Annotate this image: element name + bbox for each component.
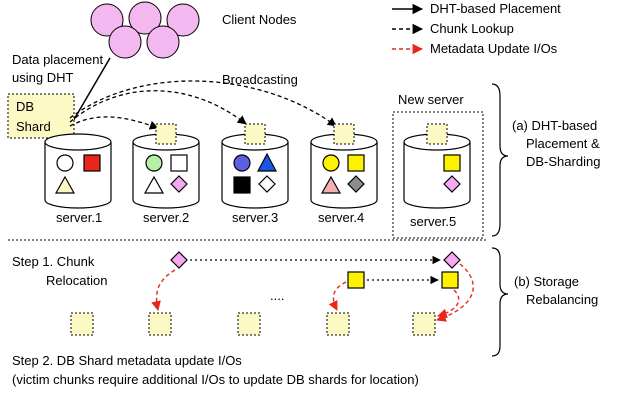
lookup-arrow bbox=[69, 116, 159, 130]
gray-diamond-chunk bbox=[347, 175, 365, 193]
broadcasting-label: Broadcasting bbox=[222, 72, 298, 87]
section-a-label-line1: (a) DHT-based bbox=[512, 118, 597, 133]
db-shard-slot bbox=[148, 312, 172, 336]
cylinder-body bbox=[132, 142, 200, 209]
metadata-update-arrow bbox=[436, 263, 474, 322]
white-square-chunk bbox=[170, 154, 188, 172]
db-shard-rect bbox=[7, 93, 75, 139]
black-square-chunk bbox=[233, 176, 251, 194]
relocating-diamond-chunk bbox=[170, 251, 188, 269]
server-2: server.2 bbox=[132, 123, 200, 225]
white-triangle-chunk bbox=[143, 175, 165, 194]
client-nodes-label: Client Nodes bbox=[222, 12, 297, 27]
relocating-square-chunk bbox=[347, 271, 365, 289]
client-node-circle bbox=[128, 1, 162, 35]
relocated-square-chunk bbox=[441, 271, 459, 289]
server-label: server.2 bbox=[143, 210, 189, 225]
client-node-circle bbox=[166, 3, 200, 37]
db-shard-label-line1: DB bbox=[16, 99, 34, 114]
relocated-diamond-chunk bbox=[443, 251, 461, 269]
server-label: server.5 bbox=[410, 214, 456, 229]
red-square-chunk bbox=[83, 154, 101, 172]
blue-circle-chunk bbox=[233, 154, 251, 172]
metadata-update-arrow bbox=[328, 281, 347, 311]
cylinder-body bbox=[310, 142, 378, 209]
section-b-brace bbox=[491, 247, 509, 357]
data-placement-label-line2: using DHT bbox=[12, 70, 73, 85]
cylinder-body bbox=[221, 142, 289, 209]
db-shard-box: DB Shard bbox=[7, 93, 75, 139]
pink-triangle-chunk bbox=[320, 175, 342, 194]
green-circle-chunk bbox=[145, 154, 163, 172]
legend-metadata-update: Metadata Update I/Os bbox=[430, 41, 558, 56]
db-shard-slot bbox=[155, 123, 177, 145]
magenta-diamond-chunk bbox=[170, 175, 188, 193]
server-3: server.3 bbox=[221, 123, 289, 225]
yellow-square-chunk bbox=[443, 154, 461, 172]
new-server-box bbox=[392, 111, 484, 239]
server-label: server.4 bbox=[318, 210, 364, 225]
step2-label-line1: Step 2. DB Shard metadata update I/Os bbox=[12, 353, 242, 368]
metadata-update-arrow bbox=[151, 269, 176, 311]
db-shard-slot bbox=[237, 312, 261, 336]
section-a-brace bbox=[491, 83, 509, 237]
yellow-circle-chunk bbox=[322, 154, 340, 172]
section-b-label-line2: Rebalancing bbox=[526, 292, 598, 307]
section-a-label-line2: Placement & bbox=[526, 136, 600, 151]
client-node-circle bbox=[146, 25, 180, 59]
server-label: server.3 bbox=[232, 210, 278, 225]
cylinder-body bbox=[403, 142, 471, 209]
new-server-label: New server bbox=[398, 92, 464, 107]
broadcasting-arrows: Broadcasting bbox=[69, 72, 337, 130]
white-diamond-chunk bbox=[258, 175, 276, 193]
cylinder-top bbox=[44, 133, 112, 151]
db-shard-slot bbox=[70, 312, 94, 336]
legend: DHT-based Placement Chunk Lookup Metadat… bbox=[392, 1, 561, 56]
metadata-update-arrow bbox=[437, 289, 460, 319]
yellow-square-chunk bbox=[347, 154, 365, 172]
server-label: server.1 bbox=[56, 210, 102, 225]
data-placement-label-line1: Data placement bbox=[12, 52, 103, 67]
db-shard-label-line2: Shard bbox=[16, 119, 51, 134]
step2-label-line2: (victim chunks require additional I/Os t… bbox=[12, 372, 419, 387]
server-1: server.1 bbox=[44, 133, 112, 225]
db-shard-slot bbox=[244, 123, 266, 145]
lookup-arrow bbox=[69, 80, 337, 127]
section-a-label-line3: DB-Sharding bbox=[526, 154, 600, 169]
section-b-label-line1: (b) Storage bbox=[514, 274, 579, 289]
client-node-circle bbox=[108, 25, 142, 59]
db-shard-slot bbox=[333, 123, 355, 145]
magenta-diamond-chunk bbox=[443, 175, 461, 193]
lookup-arrow bbox=[69, 90, 247, 125]
db-shard-slot bbox=[426, 123, 448, 145]
ellipsis: .... bbox=[270, 288, 284, 303]
server-5: server.5 bbox=[403, 123, 471, 229]
blue-triangle-chunk bbox=[257, 152, 277, 172]
client-node-circle bbox=[90, 3, 124, 37]
cylinder-body bbox=[44, 142, 112, 209]
step1-label-line2: Relocation bbox=[46, 273, 107, 288]
white-circle-chunk bbox=[56, 154, 74, 172]
db-shard-slot bbox=[326, 312, 350, 336]
client-nodes: Client Nodes bbox=[90, 1, 297, 59]
step1-label-line1: Step 1. Chunk bbox=[12, 254, 95, 269]
yellow-triangle-chunk bbox=[54, 175, 76, 194]
legend-chunk-lookup: Chunk Lookup bbox=[430, 21, 514, 36]
legend-dht-placement: DHT-based Placement bbox=[430, 1, 561, 16]
server-4: server.4 bbox=[310, 123, 378, 225]
db-shard-slot bbox=[412, 312, 436, 336]
